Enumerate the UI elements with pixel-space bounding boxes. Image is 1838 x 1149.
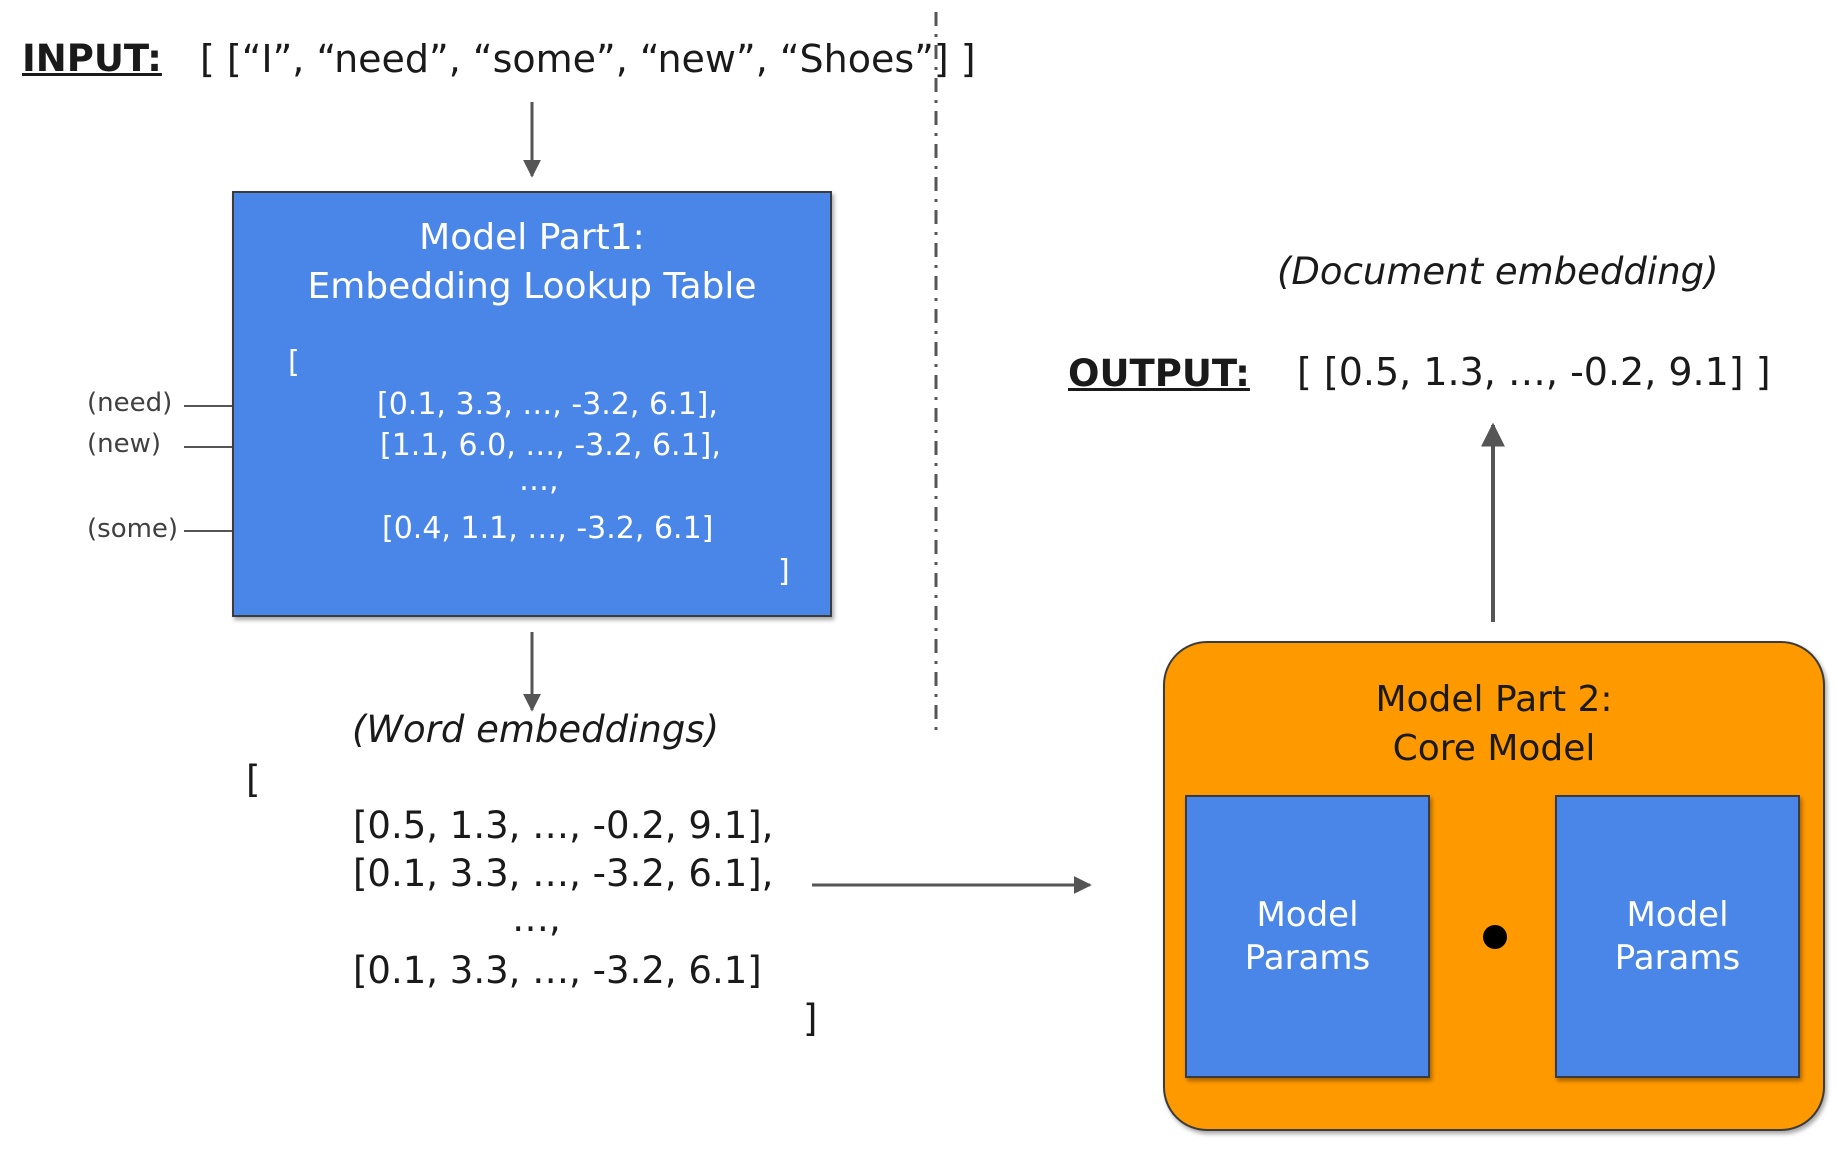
- word-embedding-row: [0.1, 3.3, …, -3.2, 6.1]: [353, 949, 762, 992]
- part1-open-bracket: [: [288, 345, 300, 380]
- part1-row: [0.4, 1.1, …, -3.2, 6.1]: [382, 511, 714, 546]
- input-value: [ [“I”, “need”, “some”, “new”, “Shoes”] …: [200, 37, 976, 81]
- lookup-label-new: (new): [87, 429, 162, 459]
- model-params-box-right: Model Params: [1555, 795, 1800, 1078]
- word-embeddings-open-bracket: [: [246, 758, 261, 801]
- model-params-line2: Params: [1244, 937, 1371, 978]
- output-value: [ [0.5, 1.3, …, -0.2, 9.1] ]: [1297, 350, 1771, 394]
- model-params-box-left: Model Params: [1185, 795, 1430, 1078]
- word-embedding-row: [0.1, 3.3, …, -3.2, 6.1],: [353, 852, 774, 895]
- dot-product-icon: [1483, 925, 1507, 949]
- lookup-label-need: (need): [87, 388, 173, 418]
- word-embedding-row: …,: [512, 897, 561, 940]
- model-params-line1: Model: [1256, 894, 1359, 935]
- output-label: OUTPUT:: [1068, 352, 1250, 395]
- word-embeddings-close-bracket: ]: [803, 997, 818, 1040]
- part1-row: [1.1, 6.0, …, -3.2, 6.1],: [380, 428, 721, 463]
- part2-title-line2: Core Model: [1392, 728, 1596, 769]
- lookup-label-some: (some): [87, 514, 179, 544]
- input-label: INPUT:: [22, 37, 162, 80]
- core-model-box: Model Part 2: Core Model Model Params Mo…: [1163, 641, 1825, 1131]
- model-params-line1: Model: [1626, 894, 1729, 935]
- model-params-line2: Params: [1614, 937, 1741, 978]
- part1-row: …,: [519, 463, 559, 498]
- word-embedding-row: [0.5, 1.3, …, -0.2, 9.1],: [353, 804, 774, 847]
- part1-row: [0.1, 3.3, …, -3.2, 6.1],: [377, 387, 718, 422]
- part2-title-line1: Model Part 2:: [1375, 679, 1613, 720]
- word-embeddings-caption: (Word embeddings): [352, 708, 720, 751]
- document-embedding-caption: (Document embedding): [1277, 250, 1719, 293]
- part1-close-bracket: ]: [778, 554, 790, 589]
- part1-title-line2: Embedding Lookup Table: [307, 266, 757, 307]
- part1-title-line1: Model Part1:: [419, 217, 645, 258]
- embedding-lookup-table-box: Model Part1: Embedding Lookup Table [ [0…: [232, 191, 832, 617]
